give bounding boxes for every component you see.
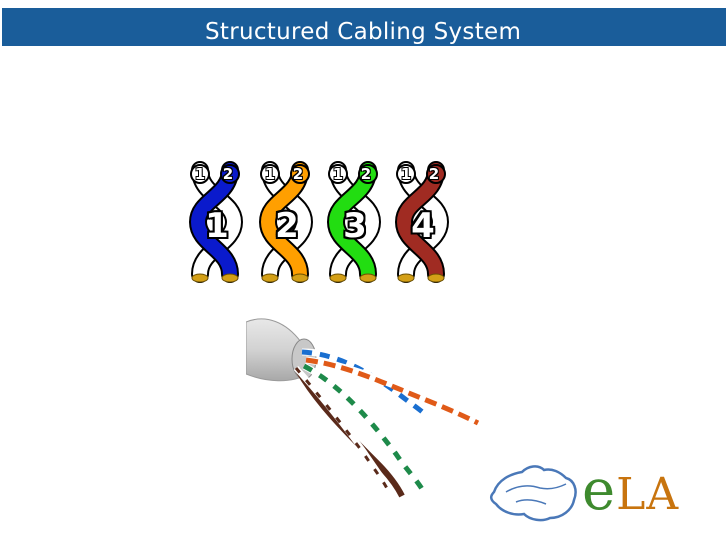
wire-cap-colored [426,164,446,184]
wire-number-a: 1 [400,165,412,183]
copper-end [221,273,239,283]
wire-number-a: 1 [264,165,276,183]
wire-cap-white [260,164,280,184]
white-wire [331,163,380,281]
copper-end [359,273,377,283]
wire-cap-colored [290,164,310,184]
colored-wire [328,163,375,281]
logo-letter-e: e [582,458,617,523]
twisted-pair-2-graphic [258,161,314,283]
wire-cap-white [328,164,348,184]
twisted-pair-3-graphic [326,161,382,283]
twisted-pairs-diagram: 1 2 1 1 2 2 1 2 3 1 2 4 [186,156,456,288]
white-wire [399,163,448,281]
pair-number-label: 1 [205,206,229,246]
copper-end [397,273,415,283]
pair-number-label: 4 [411,206,435,246]
logo-letters-la: LA [616,469,680,520]
utp-cable-graphic [246,318,480,498]
copper-end [329,273,347,283]
ela-wordmark: eLA [582,458,679,528]
wire-number-a: 1 [332,165,344,183]
white-wire [193,163,242,281]
wire-number-b: 2 [292,165,304,183]
twisted-pair-1: 1 2 1 [186,156,248,288]
slide-title-bar: Structured Cabling System [2,8,726,46]
colored-wire [260,163,307,281]
pair-number-label: 2 [275,206,299,246]
copper-end [261,273,279,283]
wire-number-b: 2 [360,165,372,183]
wire-cap-white [190,164,210,184]
ela-logo: eLA [486,458,722,528]
twisted-pair-3: 1 2 3 [324,156,386,288]
copper-end [291,273,309,283]
colored-wire [396,163,443,281]
twisted-pair-4-graphic [394,161,450,283]
copper-end [191,273,209,283]
slide-title: Structured Cabling System [205,19,522,45]
white-wire [263,163,312,281]
australia-outline-icon [490,465,577,522]
copper-end [427,273,445,283]
twisted-pair-4: 1 2 4 [392,156,454,288]
twisted-pair-1-graphic [188,161,244,283]
wire-number-b: 2 [222,165,234,183]
wire-number-a: 1 [194,165,206,183]
utp-cable-photo [246,312,496,502]
colored-wire [190,163,237,281]
twisted-pair-2: 1 2 2 [256,156,318,288]
pair-number-label: 3 [343,206,367,246]
wire-number-b: 2 [428,165,440,183]
wire-cap-white [396,164,416,184]
wire-cap-colored [358,164,378,184]
wire-cap-colored [220,164,240,184]
